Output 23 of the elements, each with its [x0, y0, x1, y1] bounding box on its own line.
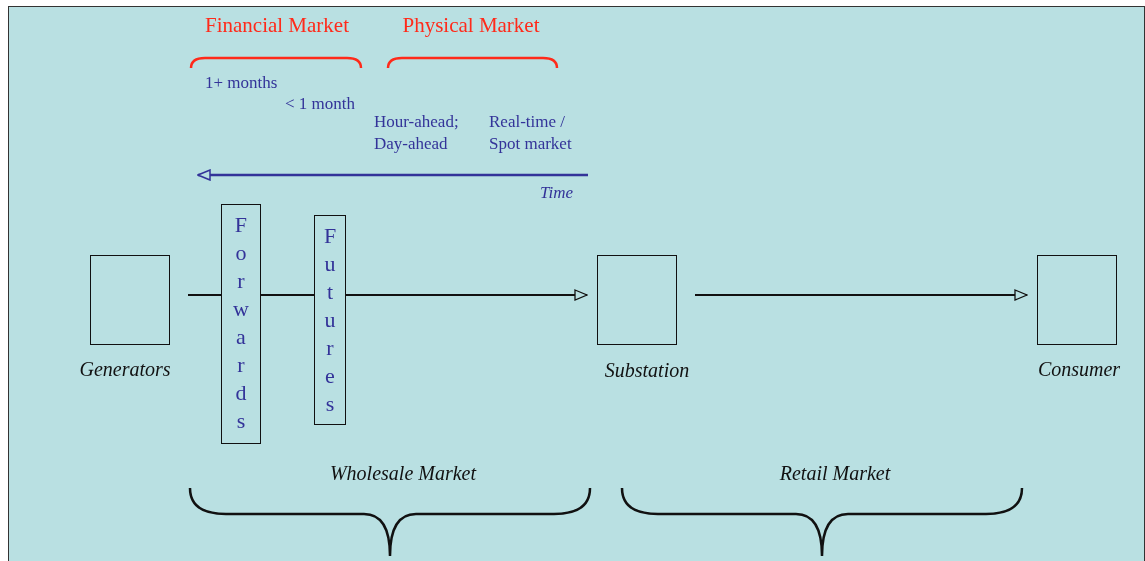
period-label: Real-time / Spot market: [489, 111, 573, 155]
axis-label: Time: [540, 182, 575, 204]
node-label: Substation: [604, 359, 690, 382]
arrow: [345, 289, 588, 301]
forwards-bar: [221, 204, 261, 444]
vertical-label: Futures: [323, 222, 337, 418]
vertical-label: Forwards: [233, 211, 249, 435]
node-label: Consumer: [1037, 358, 1121, 381]
period-label: < 1 month: [285, 93, 357, 115]
period-label: Hour-ahead; Day-ahead: [374, 111, 460, 155]
section-title: Financial Market: [205, 14, 349, 36]
connector-line: [260, 294, 315, 296]
section-title: Physical Market: [402, 14, 540, 36]
market-label: Wholesale Market: [329, 462, 477, 484]
connector-line: [187, 294, 222, 296]
generator-box: [90, 255, 170, 345]
substation-box: [597, 255, 677, 345]
period-label: 1+ months: [205, 72, 279, 94]
arrow: [694, 289, 1028, 301]
consumer-box: [1037, 255, 1117, 345]
node-label: Generators: [79, 358, 171, 381]
futures-bar: [314, 215, 346, 425]
market-label: Retail Market: [779, 462, 891, 484]
